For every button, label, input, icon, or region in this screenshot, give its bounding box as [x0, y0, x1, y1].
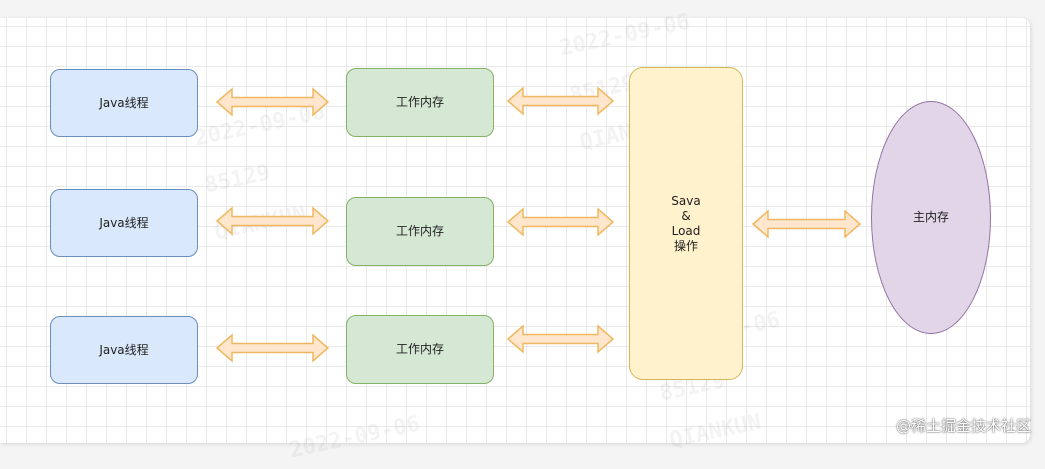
java-thread-label: Java线程: [99, 343, 148, 358]
ghost-line: 85129: [567, 70, 637, 108]
ghost-line: 85129: [202, 160, 272, 198]
ghost-line: 2022-09-06: [192, 100, 327, 152]
ghost-line: 2022-09-06: [287, 411, 422, 463]
main-memory-node: 主内存: [871, 101, 991, 334]
ghost-line: QIANKUN: [667, 410, 763, 454]
main-memory-label: 主内存: [913, 210, 949, 225]
save-load-line: Sava: [671, 194, 700, 209]
java-thread-label: Java线程: [99, 216, 148, 231]
site-credit-watermark: @稀土掘金技术社区: [896, 415, 1031, 436]
java-thread-label: Java线程: [99, 96, 148, 111]
save-load-line: &: [681, 209, 690, 224]
java-thread-node: Java线程: [50, 316, 198, 384]
working-memory-node: 工作内存: [346, 68, 494, 137]
java-thread-node: Java线程: [50, 69, 198, 137]
save-load-node: Sava & Load 操作: [629, 67, 743, 380]
working-memory-label: 工作内存: [396, 224, 444, 239]
save-load-line: 操作: [674, 239, 698, 254]
java-thread-node: Java线程: [50, 189, 198, 257]
save-load-line: Load: [672, 224, 701, 239]
working-memory-node: 工作内存: [346, 197, 494, 266]
working-memory-label: 工作内存: [396, 342, 444, 357]
working-memory-node: 工作内存: [346, 315, 494, 384]
ghost-line: 2022-09-06: [557, 10, 692, 62]
working-memory-label: 工作内存: [396, 95, 444, 110]
